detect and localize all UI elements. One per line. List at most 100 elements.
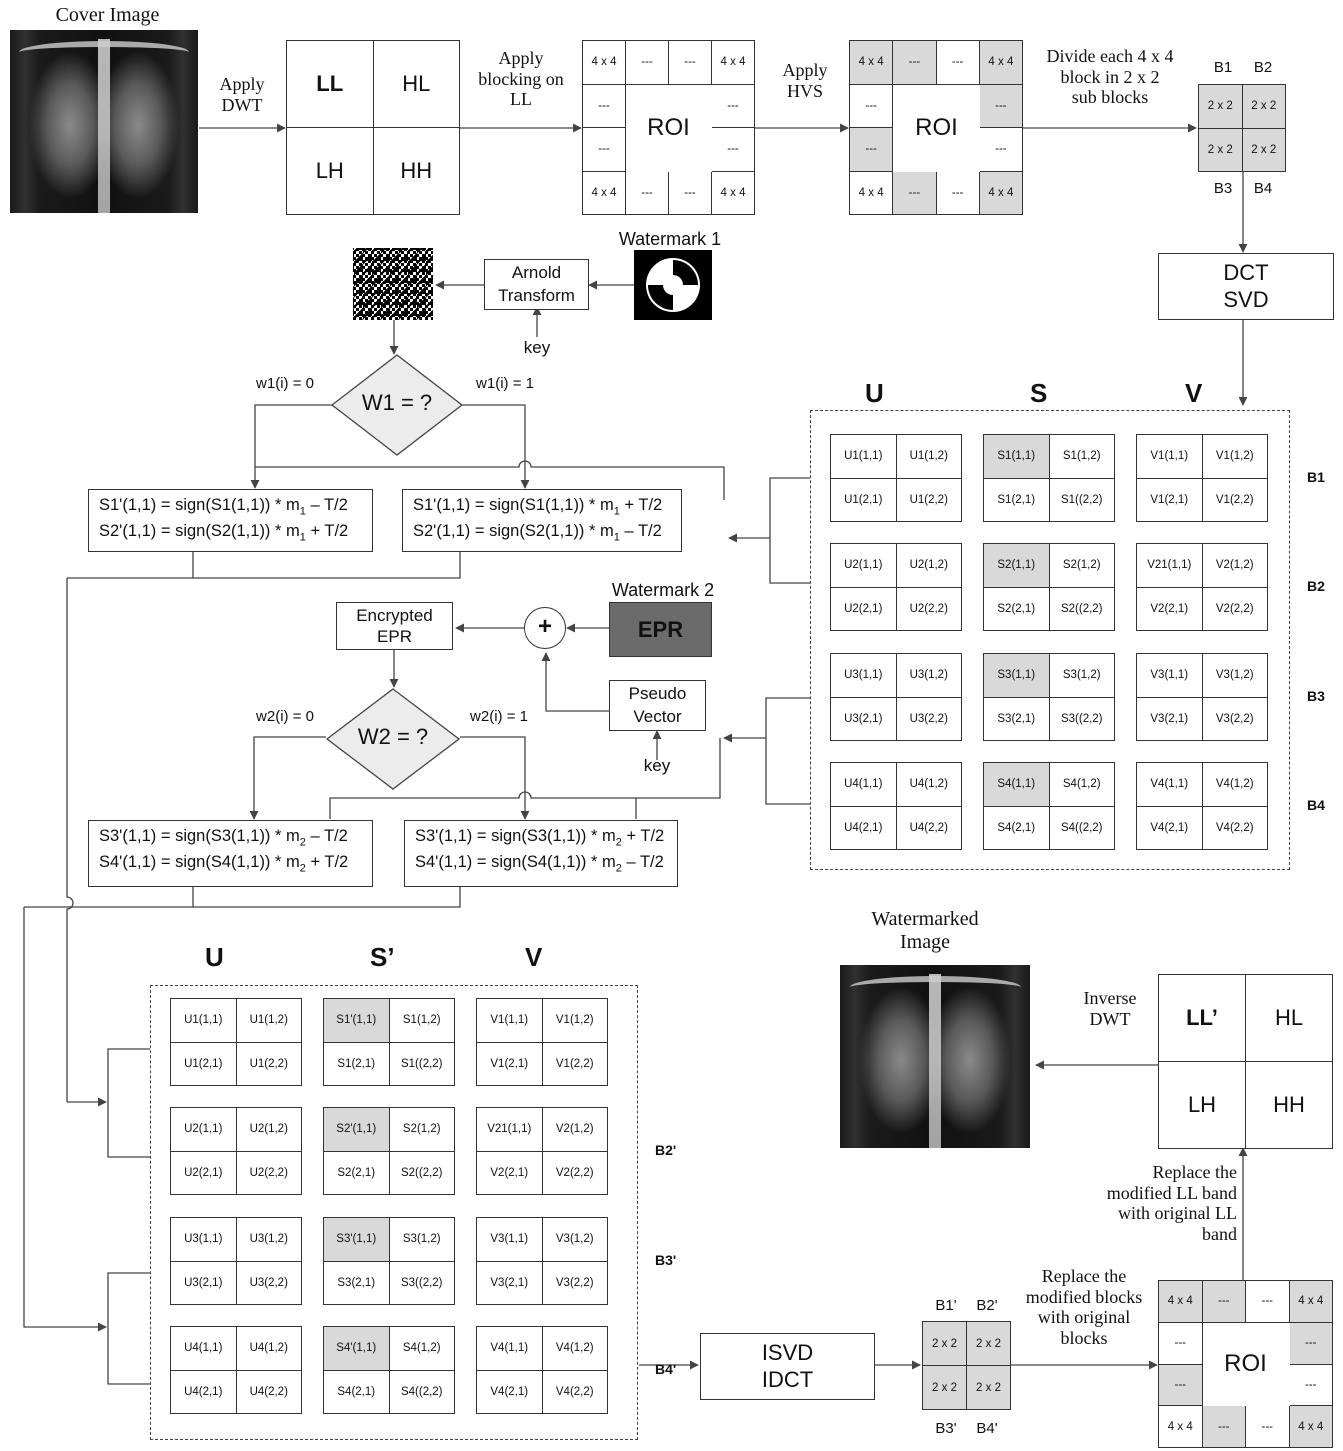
- block-corner-4x4: 4 x 4: [979, 41, 1023, 85]
- matrix-v1: V1(1,1)V1(1,2)V1(2,1)V1(2,2): [1136, 434, 1268, 522]
- matrix-cell: U1(2,1): [831, 478, 897, 522]
- sub-block-cell: 2 x 2: [923, 1366, 967, 1410]
- matrix-cell: V1(1,2): [1202, 435, 1268, 479]
- matrix-cell: V3(1,1): [477, 1218, 543, 1262]
- sub-block-cell: 2 x 2: [1199, 85, 1243, 129]
- matrix-cell: U2(1,1): [831, 544, 897, 588]
- matrix-cell: U3(2,1): [171, 1261, 237, 1305]
- matrix-cell: U2(2,2): [896, 587, 962, 631]
- matrix-cell: U4(1,2): [896, 763, 962, 807]
- matrix-cell: U4(1,1): [171, 1327, 237, 1371]
- block-corner-4x4: 4 x 4: [1159, 1281, 1203, 1323]
- xor-plus-icon: +: [524, 607, 566, 649]
- matrix-v1: V1(1,1)V1(1,2)V1(2,1)V1(2,2): [476, 998, 608, 1086]
- matrix-u4: U4(1,1)U4(1,2)U4(2,1)U4(2,2): [170, 1326, 302, 1414]
- matrix-cell: S4(2,1): [324, 1370, 390, 1414]
- sub-block-cell: 2 x 2: [1199, 128, 1243, 172]
- sub-block-cell: 2 x 2: [967, 1322, 1011, 1366]
- band-lh: LH: [287, 128, 374, 215]
- sub-block-b3-label: B3: [1213, 180, 1233, 197]
- band-hh-out: HH: [1246, 1062, 1333, 1149]
- matrix-s4: S4'(1,1)S4(1,2)S4(2,1)S4((2,2): [323, 1326, 455, 1414]
- block-placeholder: ---: [626, 41, 669, 85]
- roi-label-hvs: ROI: [915, 113, 958, 141]
- matrix-s1: S1(1,1)S1(1,2)S1(2,1)S1((2,2): [983, 434, 1115, 522]
- matrix-cell: V3(2,2): [542, 1261, 608, 1305]
- key-label-2: key: [643, 756, 671, 775]
- matrix-cell: U2(1,1): [171, 1108, 237, 1152]
- matrix-cell: U3(2,1): [831, 697, 897, 741]
- matrix-cell: V3(1,1): [1137, 654, 1203, 698]
- matrix-v4: V4(1,1)V4(1,2)V4(2,1)V4(2,2): [476, 1326, 608, 1414]
- sub-block-cell: 2 x 2: [1242, 85, 1286, 129]
- matrix-cell: S1(2,1): [324, 1042, 390, 1086]
- matrix-u1: U1(1,1)U1(1,2)U1(2,1)U1(2,2): [170, 998, 302, 1086]
- matrix-cell: U1(1,1): [831, 435, 897, 479]
- matrix-cell: V1(1,1): [1137, 435, 1203, 479]
- matrix-cell: U1(2,2): [896, 478, 962, 522]
- epr-box: EPR: [609, 602, 712, 657]
- band-hl-out: HL: [1246, 975, 1333, 1062]
- formula-line: S3'(1,1) = sign(S3(1,1)) * m2 – T/2: [99, 827, 348, 849]
- matrix-cell: V21(1,1): [1137, 544, 1203, 588]
- matrix-cell: U1(1,2): [236, 999, 302, 1043]
- matrix-cell: V2(1,2): [1202, 544, 1268, 588]
- matrix-cell: U4(1,1): [831, 763, 897, 807]
- matrix-header-u: U: [865, 378, 884, 408]
- matrix-v3: V3(1,1)V3(1,2)V3(2,1)V3(2,2): [1136, 653, 1268, 741]
- matrix-header-s: S: [1030, 378, 1048, 408]
- matrix-cell: S3((2,2): [389, 1261, 455, 1305]
- matrix-cell: U1(1,1): [171, 999, 237, 1043]
- formula-line: S4'(1,1) = sign(S4(1,1)) * m2 – T/2: [415, 853, 664, 875]
- block-corner-4x4: 4 x 4: [1289, 1281, 1333, 1323]
- block-corner-4x4: 4 x 4: [1289, 1406, 1333, 1448]
- matrix-cell: S2((2,2): [1049, 587, 1115, 631]
- matrix-cell: V4(2,1): [477, 1370, 543, 1414]
- block-row-label: B2': [655, 1142, 677, 1158]
- matrix-cell: U4(2,1): [171, 1370, 237, 1414]
- matrix-cell: V4(1,2): [1202, 763, 1268, 807]
- scrambled-watermark-image: [353, 248, 433, 320]
- matrix-cell: S4(1,2): [1049, 763, 1115, 807]
- matrix-cell: V1(2,1): [1137, 478, 1203, 522]
- matrix-cell: S4((2,2): [389, 1370, 455, 1414]
- matrix-cell: S2(1,1): [984, 544, 1050, 588]
- sub-block-b1-label: B1: [1213, 59, 1233, 76]
- matrix-cell: S3((2,2): [1049, 697, 1115, 741]
- watermark1-label: Watermark 1: [618, 229, 722, 249]
- block-placeholder: ---: [936, 41, 980, 85]
- matrix-cell: V3(2,1): [477, 1261, 543, 1305]
- matrix-cell: V2(2,1): [1137, 587, 1203, 631]
- matrix-cell: V4(2,2): [542, 1370, 608, 1414]
- matrix-cell: V3(2,1): [1137, 697, 1203, 741]
- block-placeholder: ---: [626, 171, 669, 215]
- block-placeholder: ---: [893, 171, 937, 215]
- matrix-cell: U2(1,2): [236, 1108, 302, 1152]
- block-corner-4x4: 4 x 4: [583, 41, 626, 85]
- matrix-cell: S2'(1,1): [324, 1108, 390, 1152]
- block-corner-4x4: 4 x 4: [850, 41, 894, 85]
- matrix-cell: S1(1,1): [984, 435, 1050, 479]
- matrix-cell: V1(2,2): [542, 1042, 608, 1086]
- matrix-s1: S1'(1,1)S1(1,2)S1(2,1)S1((2,2): [323, 998, 455, 1086]
- sub-block-cell: 2 x 2: [967, 1366, 1011, 1410]
- matrix-u3: U3(1,1)U3(1,2)U3(2,1)U3(2,2): [830, 653, 962, 741]
- matrix-cell: S2((2,2): [389, 1151, 455, 1195]
- matrix-cell: V4(1,1): [477, 1327, 543, 1371]
- block-placeholder: ---: [850, 84, 894, 128]
- block-placeholder: ---: [1246, 1281, 1290, 1323]
- matrix-cell: S1(1,2): [389, 999, 455, 1043]
- matrix-header-u: U: [205, 942, 224, 972]
- block-corner-4x4: 4 x 4: [712, 171, 755, 215]
- matrix-cell: V4(2,2): [1202, 806, 1268, 850]
- matrix-cell: S3(1,2): [1049, 654, 1115, 698]
- decision1-label: W1 = ?: [361, 390, 433, 415]
